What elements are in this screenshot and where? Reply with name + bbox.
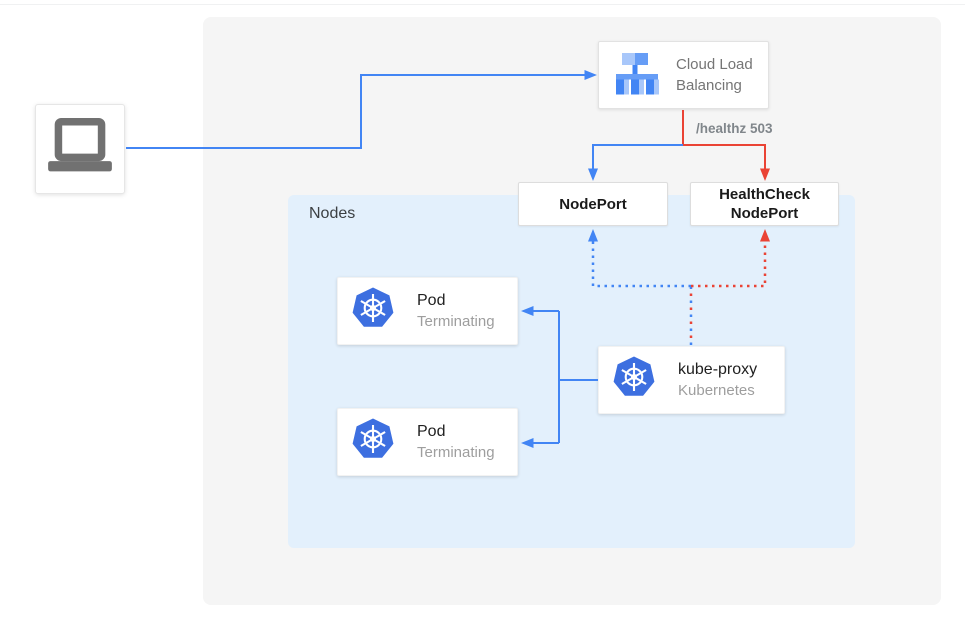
pod-status: Terminating bbox=[417, 313, 495, 330]
kubernetes-icon bbox=[351, 418, 395, 467]
cloud-load-balancing-node: Cloud Load Balancing bbox=[598, 41, 769, 109]
kubernetes-icon bbox=[351, 287, 395, 336]
pod-node-2: Pod Terminating bbox=[337, 408, 518, 476]
kube-proxy-text: kube-proxy Kubernetes bbox=[678, 359, 757, 401]
pod-title: Pod bbox=[417, 292, 446, 309]
cloud-load-balancing-label: Cloud Load Balancing bbox=[676, 56, 753, 94]
cloud-load-balancing-icon bbox=[612, 49, 662, 102]
nodes-group-label: Nodes bbox=[309, 205, 356, 222]
pod-text: Pod Terminating bbox=[417, 421, 495, 463]
pod-node-1: Pod Terminating bbox=[337, 277, 518, 345]
top-divider bbox=[0, 4, 965, 5]
nodeport-label: NodePort bbox=[559, 195, 627, 213]
nodeport-node: NodePort bbox=[518, 182, 668, 226]
healthcheck-nodeport-label: HealthCheck NodePort bbox=[719, 186, 810, 222]
kube-proxy-subtitle: Kubernetes bbox=[678, 382, 755, 399]
client-node bbox=[35, 104, 125, 194]
laptop-icon bbox=[42, 117, 118, 182]
healthcheck-nodeport-node: HealthCheck NodePort bbox=[690, 182, 839, 226]
pod-text: Pod Terminating bbox=[417, 290, 495, 332]
kube-proxy-title: kube-proxy bbox=[678, 361, 758, 378]
kube-proxy-node: kube-proxy Kubernetes bbox=[598, 346, 785, 414]
pod-status: Terminating bbox=[417, 444, 495, 461]
kubernetes-icon bbox=[612, 356, 656, 405]
pod-title: Pod bbox=[417, 423, 446, 440]
healthz-status-label: /healthz 503 bbox=[696, 121, 773, 136]
